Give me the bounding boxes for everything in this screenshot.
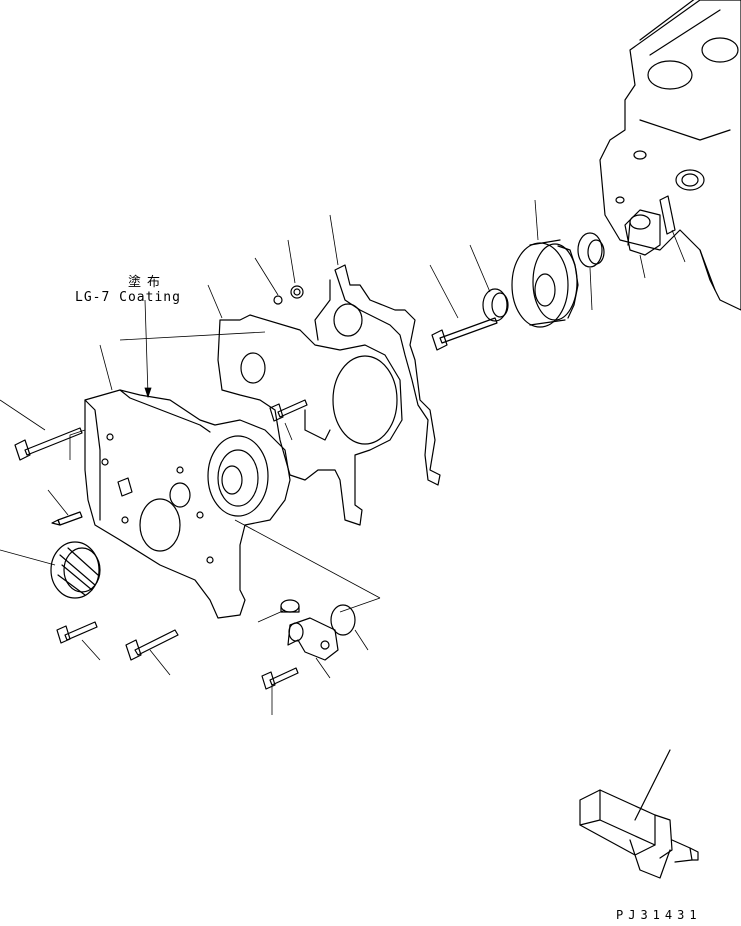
cover-gasket (217, 314, 403, 526)
bolt-elbow (261, 667, 299, 690)
coating-note-japanese: 塗布 (128, 275, 167, 290)
gear-bolt (431, 317, 498, 351)
seal-installer-tool (579, 749, 699, 879)
engine-block (599, 0, 741, 311)
small-washer (273, 285, 304, 305)
bolt-lower-left (56, 621, 98, 644)
idler-shaft (624, 209, 661, 256)
o-ring (330, 604, 356, 636)
coating-note-english: LG-7 Coating (75, 290, 181, 305)
plug (280, 599, 300, 613)
front-seal (50, 541, 101, 599)
water-elbow (287, 617, 339, 661)
coating-arrow-icon (144, 387, 152, 399)
drawing-number: PJ31431 (616, 908, 702, 922)
thrust-plate (577, 232, 605, 268)
front-cover (84, 389, 291, 619)
bolt-cover-center (269, 399, 308, 422)
front-gasket (314, 264, 441, 486)
bolt-lower-middle (125, 629, 179, 661)
leader-lines (0, 199, 686, 715)
dowel-pin (51, 511, 83, 526)
bolt-upper-left (14, 427, 83, 461)
washer (482, 288, 509, 322)
idler-gear (511, 239, 579, 328)
